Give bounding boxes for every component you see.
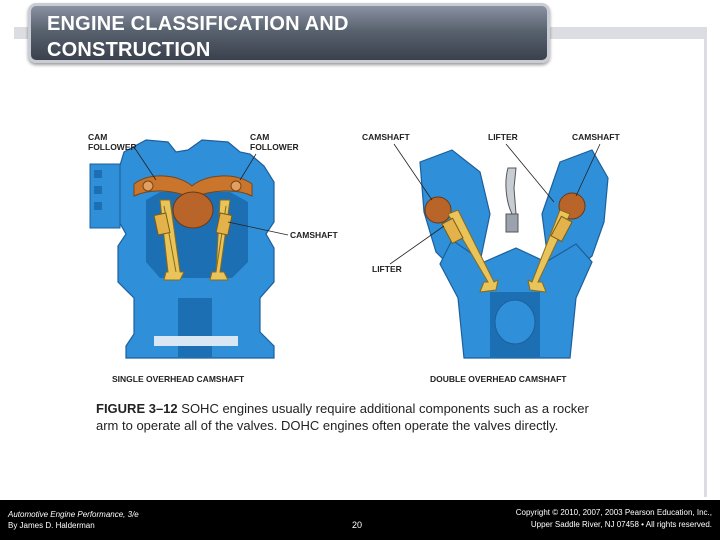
book-title: Automotive Engine Performance, 3/e (8, 510, 139, 519)
label-camshaft-left: CAMSHAFT (362, 132, 410, 142)
label-lifter-top: LIFTER (488, 132, 518, 142)
label-cam-follower-left-2: FOLLOWER (88, 142, 137, 152)
label-camshaft-right: CAMSHAFT (572, 132, 620, 142)
footer-citation: Automotive Engine Performance, 3/e By Ja… (8, 509, 139, 531)
label-cam-follower-left-1: CAM (88, 132, 107, 142)
figure-number: FIGURE 3–12 (96, 401, 178, 416)
engine-figure: CAM FOLLOWER CAM FOLLOWER CAMSHAFT SINGL… (60, 122, 660, 392)
copyright-line-2: Upper Saddle River, NJ 07458 • All right… (530, 520, 712, 529)
label-cam-follower-right-2: FOLLOWER (250, 142, 299, 152)
title-banner: ENGINE CLASSIFICATION AND CONSTRUCTION (28, 3, 550, 63)
copyright-line-1: Copyright © 2010, 2007, 2003 Pearson Edu… (515, 508, 712, 517)
label-single-overhead-camshaft: SINGLE OVERHEAD CAMSHAFT (112, 374, 245, 384)
page-number: 20 (352, 520, 363, 530)
sohc-engine-illustration (89, 139, 275, 359)
figure-caption: FIGURE 3–12 SOHC engines usually require… (96, 400, 606, 434)
caption-text: SOHC engines usually require additional … (96, 401, 589, 433)
copyright: Copyright © 2010, 2007, 2003 Pearson Edu… (516, 507, 712, 531)
dohc-engine-illustration (419, 149, 609, 359)
label-double-overhead-camshaft: DOUBLE OVERHEAD CAMSHAFT (430, 374, 567, 384)
author: By James D. Halderman (8, 521, 95, 530)
right-frame-bar (704, 27, 707, 497)
label-cam-follower-right-1: CAM (250, 132, 269, 142)
footer-bar: Automotive Engine Performance, 3/e By Ja… (0, 500, 720, 540)
label-lifter-bottom: LIFTER (372, 264, 402, 274)
label-camshaft-single: CAMSHAFT (290, 230, 338, 240)
slide-title: ENGINE CLASSIFICATION AND CONSTRUCTION (47, 13, 349, 61)
